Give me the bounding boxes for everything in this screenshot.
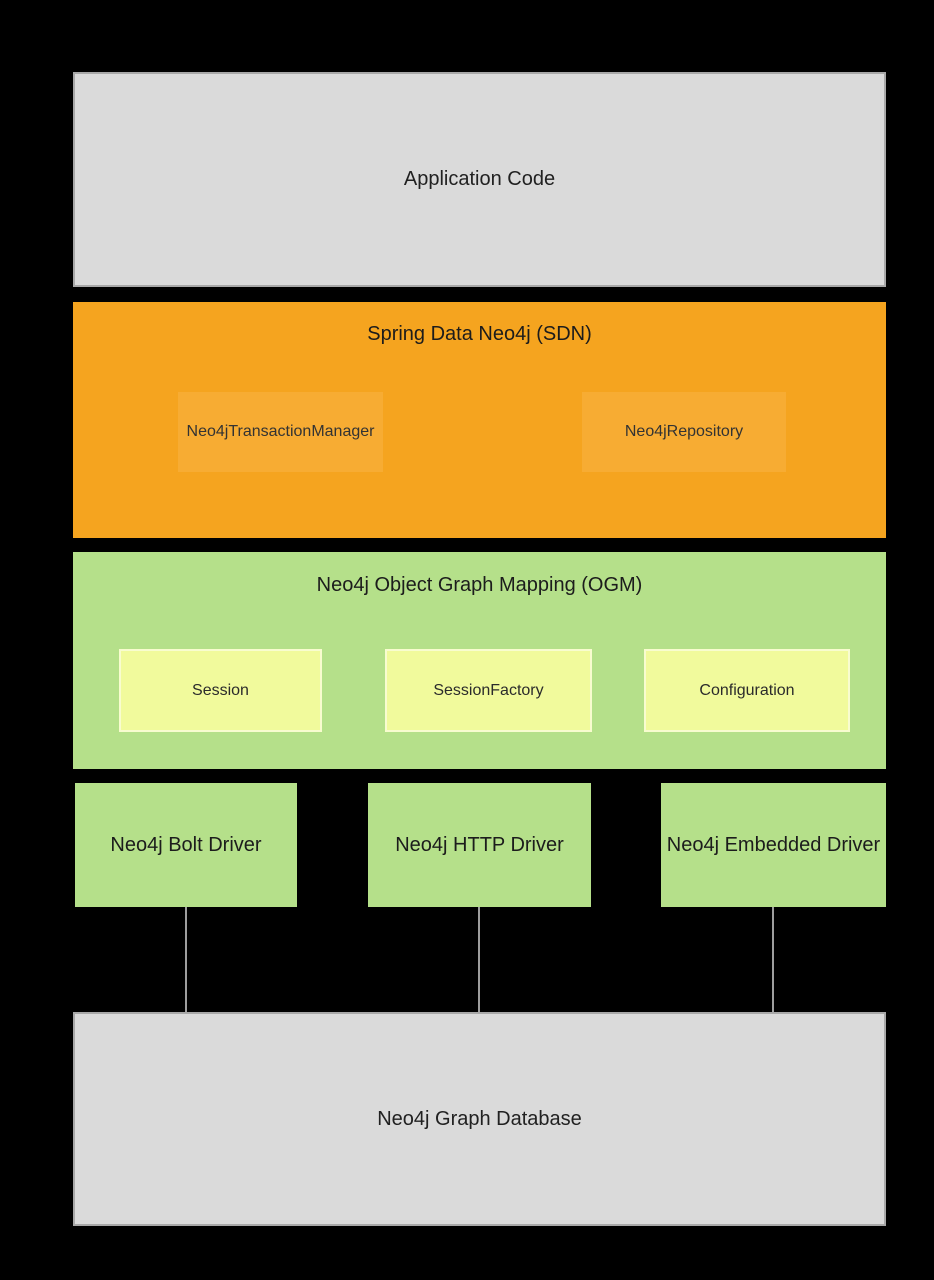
bolt-driver-box: Neo4j Bolt Driver <box>75 783 297 907</box>
configuration-box: Configuration <box>644 649 850 732</box>
http-driver-box: Neo4j HTTP Driver <box>368 783 591 907</box>
session-factory-box: SessionFactory <box>385 649 592 732</box>
neo4j-transaction-manager-box: Neo4jTransactionManager <box>178 392 383 472</box>
embedded-driver-connector-line <box>772 907 774 1012</box>
application-code-box: Application Code <box>73 72 886 287</box>
graph-database-label: Neo4j Graph Database <box>377 1107 582 1130</box>
neo4j-repository-box: Neo4jRepository <box>582 392 786 472</box>
embedded-driver-box: Neo4j Embedded Driver <box>661 783 886 907</box>
ogm-layer-title: Neo4j Object Graph Mapping (OGM) <box>316 574 643 596</box>
http-driver-connector-line <box>478 907 480 1012</box>
application-code-label: Application Code <box>403 168 556 190</box>
session-label: Session <box>192 681 249 699</box>
neo4j-transaction-manager-label: Neo4jTransactionManager <box>186 423 375 440</box>
session-box: Session <box>119 649 322 732</box>
http-driver-label: Neo4j HTTP Driver <box>395 833 564 856</box>
neo4j-repository-label: Neo4jRepository <box>624 423 744 440</box>
graph-database-box: Neo4j Graph Database <box>73 1012 886 1226</box>
sdn-layer-title: Spring Data Neo4j (SDN) <box>367 323 592 345</box>
embedded-driver-label: Neo4j Embedded Driver <box>666 833 881 856</box>
session-factory-label: SessionFactory <box>433 681 544 699</box>
sdn-layer-box: Spring Data Neo4j (SDN) Neo4jTransaction… <box>73 302 886 538</box>
bolt-driver-label: Neo4j Bolt Driver <box>110 833 262 856</box>
ogm-layer-box: Neo4j Object Graph Mapping (OGM) Session… <box>73 552 886 769</box>
bolt-driver-connector-line <box>185 907 187 1012</box>
configuration-label: Configuration <box>699 681 795 699</box>
